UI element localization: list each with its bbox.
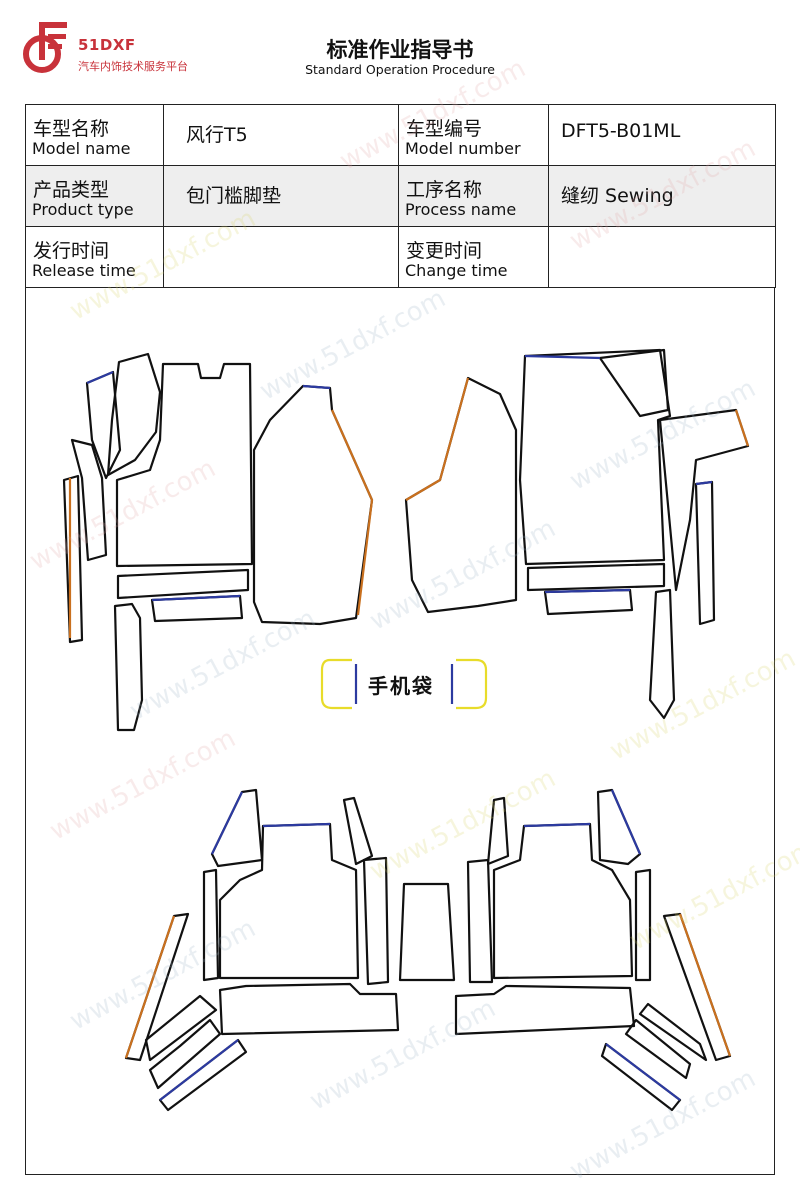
info-row: 车型名称 Model name 风行T5 车型编号 Model number D… bbox=[25, 104, 776, 166]
model-name-label-en: Model name bbox=[32, 139, 131, 158]
edge-blue bbox=[86, 370, 114, 385]
pattern-group-top-right bbox=[404, 348, 750, 720]
pattern-piece bbox=[148, 1018, 222, 1090]
pattern-piece bbox=[526, 562, 666, 592]
edge-orange bbox=[678, 913, 732, 1057]
label-cell: 发行时间 Release time bbox=[25, 226, 164, 288]
pattern-group-top-left bbox=[62, 352, 374, 732]
value-cell: 缝纫 Sewing bbox=[548, 165, 776, 227]
pattern-piece bbox=[106, 352, 162, 477]
edge-blue bbox=[151, 594, 241, 602]
edge-orange bbox=[330, 409, 374, 616]
document-subtitle: Standard Operation Procedure bbox=[305, 62, 495, 77]
edge-blue bbox=[159, 1039, 239, 1101]
pattern-piece bbox=[70, 438, 108, 562]
pouch-piece-left bbox=[320, 658, 352, 710]
edge-blue bbox=[211, 791, 243, 855]
model-name-label-zh: 车型名称 bbox=[33, 118, 110, 140]
edge-blue bbox=[524, 354, 601, 360]
logo-brand: 51DXF bbox=[78, 36, 136, 54]
value-cell bbox=[548, 226, 776, 288]
phone-pouch-pieces bbox=[320, 658, 488, 710]
process-name-label-en: Process name bbox=[405, 200, 517, 219]
logo-mark-icon bbox=[23, 22, 67, 73]
release-time-label-en: Release time bbox=[32, 261, 136, 280]
info-table: 车型名称 Model name 风行T5 车型编号 Model number D… bbox=[25, 104, 776, 288]
pattern-piece bbox=[202, 868, 220, 982]
label-cell: 工序名称 Process name bbox=[398, 165, 549, 227]
pattern-piece bbox=[638, 1002, 708, 1062]
pattern-piece bbox=[694, 480, 716, 626]
pattern-piece bbox=[598, 348, 670, 418]
pattern-piece bbox=[518, 348, 672, 566]
pattern-piece bbox=[404, 376, 518, 614]
pattern-piece bbox=[62, 474, 84, 644]
process-name-value: 缝纫 Sewing bbox=[561, 185, 674, 207]
pattern-piece bbox=[144, 994, 218, 1062]
pattern-piece bbox=[624, 1018, 692, 1080]
pattern-piece bbox=[252, 384, 374, 626]
model-number-label-en: Model number bbox=[405, 139, 521, 158]
edge-blue bbox=[605, 1043, 681, 1101]
pattern-piece bbox=[342, 796, 374, 866]
pattern-piece-center bbox=[398, 882, 456, 982]
change-time-label-en: Change time bbox=[405, 261, 508, 280]
pattern-piece bbox=[648, 588, 676, 720]
value-cell: 包门槛脚垫 bbox=[163, 165, 399, 227]
value-cell: DFT5-B01ML bbox=[548, 104, 776, 166]
edge-blue bbox=[544, 588, 631, 594]
pattern-piece bbox=[658, 408, 750, 592]
edge-blue bbox=[262, 822, 331, 828]
edge-orange bbox=[734, 409, 750, 447]
logo-subtitle: 汽车内饰技术服务平台 bbox=[78, 60, 188, 73]
document-title: 标准作业指导书 bbox=[326, 38, 474, 62]
process-name-label-zh: 工序名称 bbox=[406, 179, 483, 201]
logo: 51DXF 汽车内饰技术服务平台 bbox=[22, 16, 222, 76]
edge-blue bbox=[610, 789, 642, 855]
value-cell: 风行T5 bbox=[163, 104, 399, 166]
phone-pouch-label: 手机袋 bbox=[368, 674, 434, 698]
label-cell: 产品类型 Product type bbox=[25, 165, 164, 227]
pattern-piece bbox=[543, 588, 634, 616]
edge-blue bbox=[523, 822, 591, 828]
label-cell: 车型编号 Model number bbox=[398, 104, 549, 166]
pattern-piece bbox=[492, 822, 634, 980]
pattern-piece bbox=[362, 856, 390, 986]
model-number-label-zh: 车型编号 bbox=[406, 118, 483, 140]
pattern-piece bbox=[113, 602, 144, 732]
product-type-label-en: Product type bbox=[32, 200, 134, 219]
pattern-piece bbox=[600, 1042, 682, 1112]
pattern-piece bbox=[115, 362, 254, 568]
product-type-value: 包门槛脚垫 bbox=[186, 185, 282, 207]
pattern-piece bbox=[116, 568, 250, 600]
pattern-piece bbox=[454, 984, 636, 1036]
change-time-label-zh: 变更时间 bbox=[406, 240, 483, 262]
product-type-label-zh: 产品类型 bbox=[33, 179, 110, 201]
edge-blue bbox=[302, 384, 331, 390]
model-name-value: 风行T5 bbox=[186, 124, 248, 146]
pattern-group-bottom-right bbox=[454, 788, 732, 1112]
drawing-area bbox=[25, 288, 775, 1175]
info-row: 产品类型 Product type 包门槛脚垫 工序名称 Process nam… bbox=[25, 165, 776, 227]
label-cell: 变更时间 Change time bbox=[398, 226, 549, 288]
document-header: 51DXF 汽车内饰技术服务平台 标准作业指导书 Standard Operat… bbox=[0, 0, 800, 100]
pattern-piece bbox=[596, 788, 642, 866]
pattern-piece bbox=[634, 868, 652, 982]
pattern-piece bbox=[486, 796, 510, 866]
edge-orange bbox=[124, 915, 176, 1059]
model-number-value: DFT5-B01ML bbox=[561, 120, 681, 142]
pouch-piece-right bbox=[456, 658, 488, 710]
pattern-group-bottom-left bbox=[124, 788, 400, 1112]
value-cell bbox=[163, 226, 399, 288]
pattern-piece bbox=[466, 858, 494, 984]
info-row: 发行时间 Release time 变更时间 Change time bbox=[25, 226, 776, 288]
edge-orange bbox=[405, 377, 470, 501]
edge-blue bbox=[695, 480, 713, 486]
pattern-piece bbox=[218, 822, 360, 980]
pattern-piece bbox=[218, 982, 400, 1036]
release-time-label-zh: 发行时间 bbox=[33, 240, 110, 262]
